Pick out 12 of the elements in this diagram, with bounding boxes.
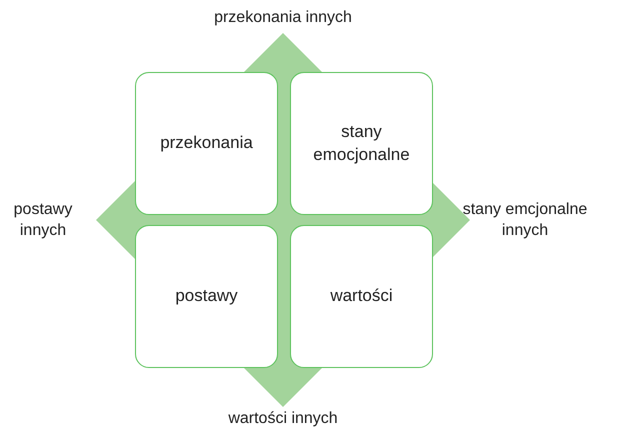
rounded-box <box>290 225 433 368</box>
outer-label: wartości innych <box>228 410 338 427</box>
rounded-box <box>135 225 278 368</box>
rounded-box <box>290 72 433 215</box>
box-label: stany emocjonalne <box>312 121 411 166</box>
box-label: postawy <box>175 285 238 308</box>
box-label: wartości <box>330 285 393 308</box>
outer-label: stany emcjonalne innych <box>462 200 588 240</box>
rounded-box <box>135 72 278 215</box>
outer-label: postawy innych <box>14 200 72 240</box>
box-label: przekonania <box>160 132 253 154</box>
outer-label: przekonania innych <box>214 9 352 26</box>
